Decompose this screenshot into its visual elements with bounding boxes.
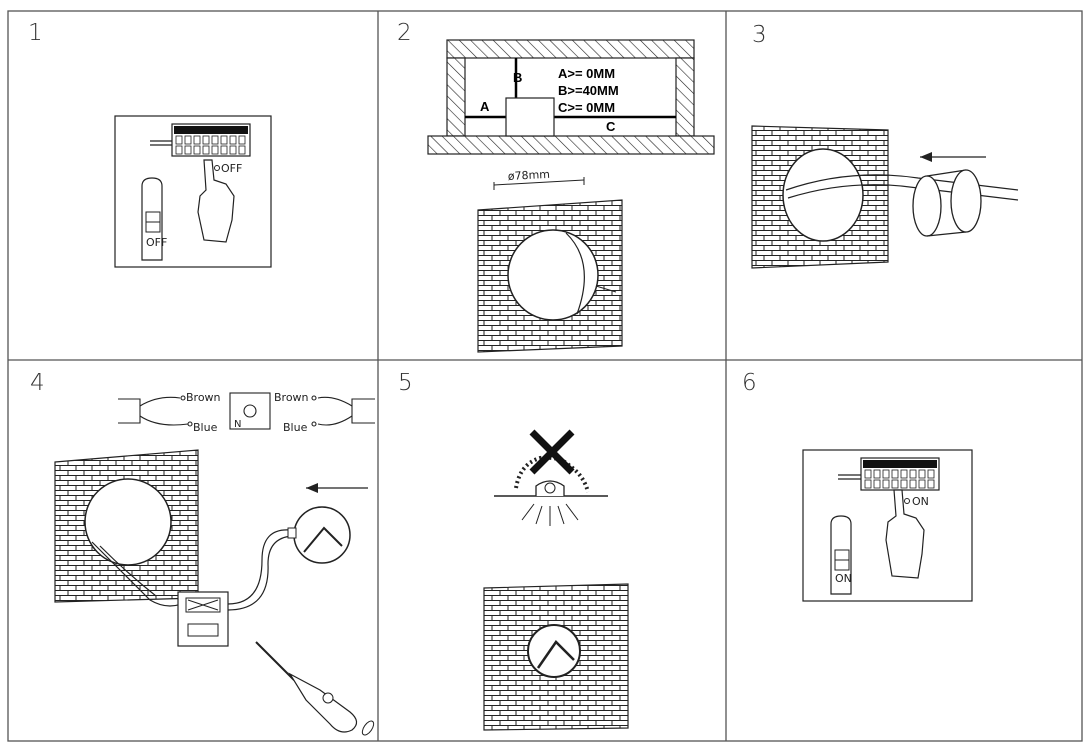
mounting-box-icon — [912, 169, 982, 237]
screwdriver-icon — [255, 641, 375, 736]
wall-hole-icon — [84, 478, 172, 566]
circuit-breaker-icon — [141, 177, 163, 261]
wire-blue-left-label: Blue — [193, 421, 218, 434]
circuit-breaker-icon — [830, 515, 852, 595]
hand-icon — [885, 489, 925, 579]
step-5-panel: 5 — [398, 370, 629, 731]
panel-grid — [7, 10, 1083, 742]
step-1-panel: 1 OFF OFF — [28, 20, 272, 268]
step-3-number: 3 — [752, 22, 767, 48]
terminal-n-label: N — [234, 419, 241, 430]
wire-blue-right-label: Blue — [283, 421, 308, 434]
step-4-number: 4 — [30, 370, 45, 396]
wall-hole-icon — [782, 148, 864, 242]
step-3-panel: 3 — [751, 22, 1019, 269]
wiring-diagram — [118, 392, 375, 430]
step-6-number: 6 — [742, 370, 757, 396]
step-2-panel: 2 A B C A>= 0MM B>=40MM C>= 0MM ø78mm — [397, 20, 715, 353]
terminal-block-icon — [177, 591, 229, 647]
dim-c-label: C — [606, 119, 616, 134]
breaker-off-label: OFF — [146, 236, 167, 249]
step-4-panel: 4 Brown Blue Brown Blue N — [30, 370, 375, 736]
spec-c-text: C>= 0MM — [558, 100, 615, 115]
wall-light-icon — [527, 624, 581, 678]
wall-light-icon — [287, 506, 351, 564]
step-5-number: 5 — [398, 370, 413, 396]
switch-on-label: ON — [912, 495, 929, 508]
step-6-panel: 6 ON ON — [742, 370, 973, 602]
wire-brown-right-label: Brown — [274, 391, 309, 404]
spec-a-text: A>= 0MM — [558, 66, 615, 81]
breaker-rail-icon — [860, 457, 940, 491]
switch-off-label: OFF — [221, 162, 242, 175]
hand-icon — [197, 159, 235, 243]
dim-a-label: A — [480, 99, 490, 114]
step-2-number: 2 — [397, 20, 412, 46]
dim-b-label: B — [513, 70, 522, 85]
step-1-number: 1 — [28, 20, 43, 46]
breaker-rail-icon — [171, 123, 251, 157]
no-insulation-cover-icon — [494, 429, 608, 526]
ceiling-section — [427, 39, 715, 155]
wire-brown-left-label: Brown — [186, 391, 221, 404]
wall-hole-icon — [507, 229, 599, 321]
hole-diameter-label: ø78mm — [507, 168, 550, 183]
breaker-on-label: ON — [835, 572, 852, 585]
spec-b-text: B>=40MM — [558, 83, 619, 98]
